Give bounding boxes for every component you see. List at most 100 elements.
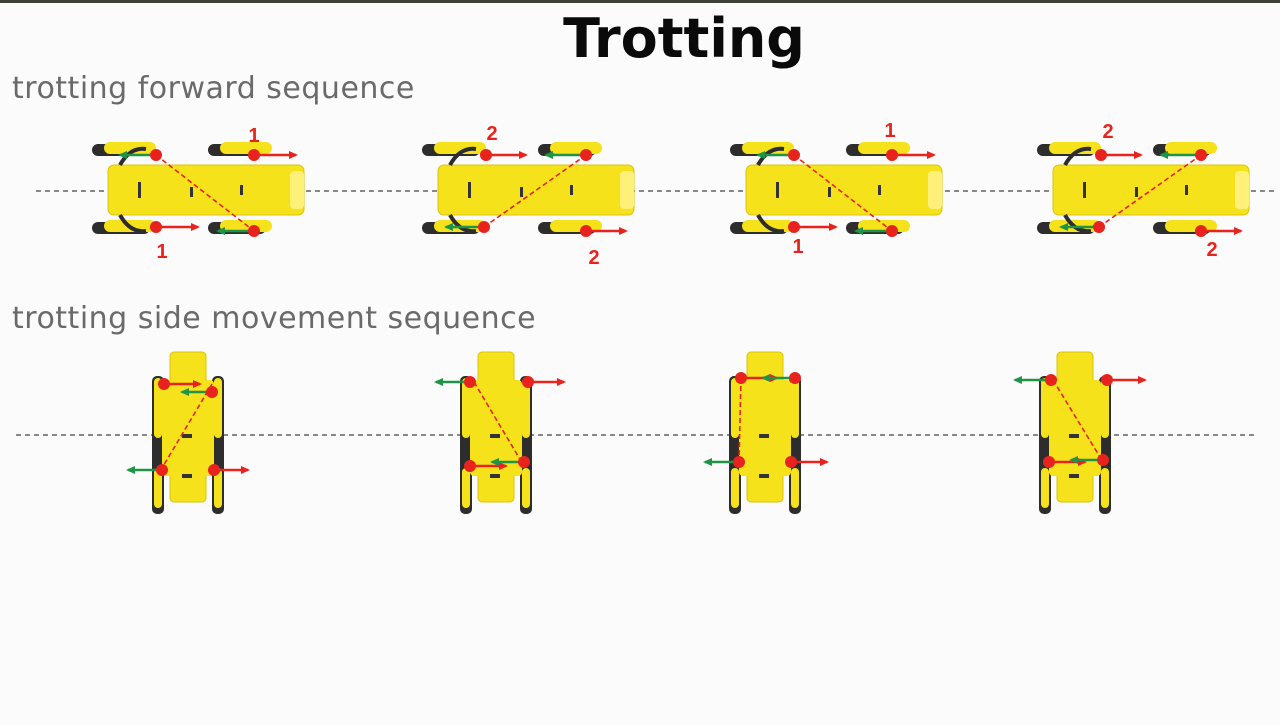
forward-sequence-label: trotting forward sequence <box>12 71 415 106</box>
robot-torso <box>162 380 214 476</box>
joint-dot <box>1043 456 1055 468</box>
joint-dot <box>580 225 592 237</box>
joint-dot <box>1101 374 1113 386</box>
body-mark <box>1069 434 1079 438</box>
joint-dot <box>886 225 898 237</box>
body-mark <box>240 185 243 195</box>
joint-dot <box>150 149 162 161</box>
side-frame-1 <box>126 351 250 514</box>
robot-torso <box>470 380 522 476</box>
leg-cover <box>154 468 162 508</box>
robot-torso <box>1049 380 1101 476</box>
joint-dot <box>789 372 801 384</box>
leg-cover <box>1101 468 1109 508</box>
robot-head <box>620 171 634 209</box>
body-mark <box>1185 185 1188 195</box>
joint-dot <box>1097 454 1109 466</box>
joint-dot <box>150 221 162 233</box>
body-mark <box>878 185 881 195</box>
diagonal-pair-line <box>483 154 587 228</box>
leg-cover <box>434 142 486 154</box>
body-mark <box>776 182 779 198</box>
leg-cover <box>791 378 799 438</box>
diagonal-pair-line <box>1098 154 1202 228</box>
joint-dot <box>480 149 492 161</box>
leg-cover <box>731 468 739 508</box>
joint-dot <box>156 464 168 476</box>
side-sequence-label: trotting side movement sequence <box>12 301 537 336</box>
joint-dot <box>785 456 797 468</box>
hip-detail <box>756 213 785 234</box>
joint-dot <box>886 149 898 161</box>
leg-cover <box>1041 378 1049 438</box>
side-frame-4 <box>1013 351 1147 514</box>
hip-detail <box>118 146 147 167</box>
step-number: 2 <box>1206 239 1217 261</box>
joint-dot <box>464 376 476 388</box>
leg-cover <box>462 378 470 438</box>
step-number: 1 <box>248 125 259 147</box>
diagonal-pair-line <box>793 154 893 232</box>
joint-dot <box>522 376 534 388</box>
joint-dot <box>518 456 530 468</box>
leg-cover <box>154 378 162 438</box>
side-frame-2 <box>434 351 566 514</box>
step-number: 2 <box>486 123 497 145</box>
joint-dot <box>1045 374 1057 386</box>
body-mark <box>828 187 831 197</box>
page-title: Trotting <box>563 7 805 70</box>
body-mark <box>182 434 192 438</box>
diagonal-pair-line <box>1052 379 1104 463</box>
robot-torso <box>739 380 791 476</box>
body-mark <box>570 185 573 195</box>
forward-frame-2 <box>422 142 635 237</box>
forward-frame-1 <box>92 142 305 237</box>
leg-cover <box>1165 142 1217 154</box>
step-number: 2 <box>1102 121 1113 143</box>
diagonal-pair-line <box>473 381 525 467</box>
leg-cover <box>1041 468 1049 508</box>
joint-dot <box>1095 149 1107 161</box>
leg-cover <box>522 468 530 508</box>
hip-detail <box>756 146 785 167</box>
robot-body <box>745 164 943 216</box>
body-mark <box>190 187 193 197</box>
robot-body <box>437 164 635 216</box>
body-mark <box>138 182 141 198</box>
body-mark <box>490 434 500 438</box>
top-border <box>0 0 1280 3</box>
joint-dot <box>208 464 220 476</box>
leg-cover <box>522 378 530 438</box>
side-frame-3 <box>703 351 829 514</box>
body-mark <box>1135 187 1138 197</box>
robot-head <box>928 171 942 209</box>
body-mark <box>1069 474 1079 478</box>
hip-detail <box>1063 146 1092 167</box>
joint-dot <box>733 456 745 468</box>
leg-cover <box>220 142 272 154</box>
diagonal-pair-line <box>155 154 255 232</box>
joint-dot <box>1093 221 1105 233</box>
leg-cover <box>731 378 739 438</box>
robot-head <box>290 171 304 209</box>
joint-dot <box>248 225 260 237</box>
leg-cover <box>214 468 222 508</box>
joint-dot <box>788 149 800 161</box>
leg-cover <box>791 468 799 508</box>
body-mark <box>182 474 192 478</box>
body-mark <box>759 434 769 438</box>
joint-dot <box>788 221 800 233</box>
robot-head <box>1235 171 1249 209</box>
body-mark <box>520 187 523 197</box>
joint-dot <box>580 149 592 161</box>
leg-cover <box>742 142 794 154</box>
body-mark <box>1083 182 1086 198</box>
body-mark <box>468 182 471 198</box>
joint-dot <box>158 378 170 390</box>
robot-body <box>1052 164 1250 216</box>
leg-cover <box>858 142 910 154</box>
leg-cover <box>1049 142 1101 154</box>
joint-dot <box>1195 149 1207 161</box>
joint-dot <box>464 460 476 472</box>
